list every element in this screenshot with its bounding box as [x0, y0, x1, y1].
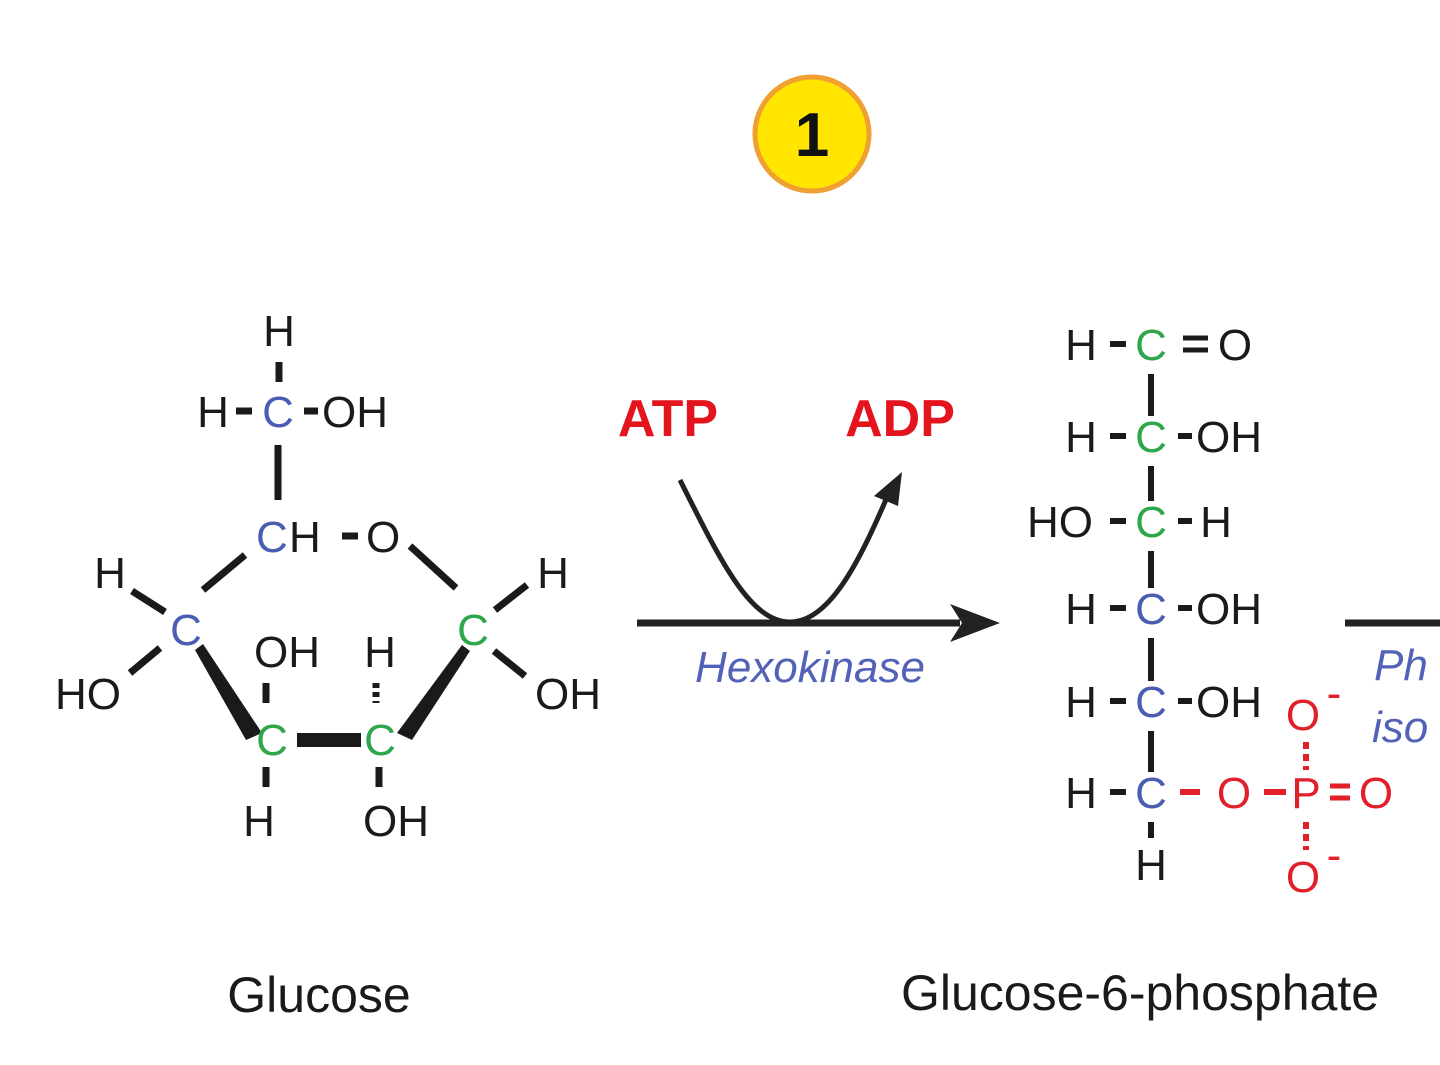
- phosphate-bridge-o: O: [1217, 769, 1251, 818]
- atp-label: ATP: [618, 390, 718, 448]
- g6p-left-h: H: [1065, 321, 1097, 370]
- bond-c4-h: [130, 588, 167, 615]
- bond-c4-ho: [127, 645, 163, 676]
- g6p-left-h: H: [1065, 678, 1097, 727]
- g6p-carbon-1: C: [1135, 321, 1167, 370]
- bond-c1-h: [492, 582, 530, 613]
- glucose-bonds: [127, 362, 530, 787]
- phosphate-bottom-o: O: [1286, 853, 1320, 902]
- g6p-carbon-3: C: [1135, 498, 1167, 547]
- g6p-carbon-6: C: [1135, 769, 1167, 818]
- atom-c5: C: [256, 513, 288, 562]
- bond-c5-c4: [200, 552, 248, 593]
- atom-ring-o: O: [366, 513, 400, 562]
- step-number: 1: [795, 101, 829, 170]
- phosphate-p: P: [1291, 769, 1320, 818]
- atom-c4: C: [170, 606, 202, 655]
- adp-label: ADP: [845, 390, 955, 448]
- glucose-structure: H H C OH C H O H C HO C H OH OH C H H C …: [55, 307, 601, 1023]
- g6p-right-oh: OH: [1196, 413, 1262, 462]
- atom-c1: C: [457, 606, 489, 655]
- g6p-right-o: O: [1218, 321, 1252, 370]
- main-arrowhead: [950, 604, 1000, 642]
- atom-h: H: [289, 513, 321, 562]
- phosphate-double-o: O: [1359, 769, 1393, 818]
- atom-c2: C: [364, 716, 396, 765]
- atom-oh: OH: [254, 628, 320, 677]
- glucose-label: Glucose: [227, 967, 410, 1023]
- bond-c1-oh: [491, 648, 528, 679]
- g6p-carbon-4: C: [1135, 585, 1167, 634]
- g6p-left-h: H: [1065, 769, 1097, 818]
- g6p-carbon-2: C: [1135, 413, 1167, 462]
- atom-c3: C: [256, 716, 288, 765]
- cofactor-curve-arrow: [677, 478, 891, 625]
- g6p-left-h: H: [1065, 413, 1097, 462]
- g6p-bottom-h: H: [1135, 841, 1167, 890]
- atom-c6: C: [262, 388, 294, 437]
- atom-ho: HO: [55, 670, 121, 719]
- atom-h: H: [243, 797, 275, 846]
- atom-h: H: [364, 628, 396, 677]
- g6p-right-oh: OH: [1196, 678, 1262, 727]
- step-badge: 1: [752, 74, 872, 194]
- cofactor-arrowhead: [874, 472, 902, 506]
- atom-h: H: [94, 549, 126, 598]
- atom-oh: OH: [535, 670, 601, 719]
- enzyme-label-hexokinase: Hexokinase: [695, 643, 925, 692]
- wedge-c2-c1: [397, 645, 470, 740]
- g6p-label: Glucose-6-phosphate: [901, 965, 1379, 1021]
- wedge-c3-c2: [297, 733, 361, 747]
- phosphate-top-o: O: [1286, 691, 1320, 740]
- g6p-carbon-5: C: [1135, 678, 1167, 727]
- g6p-left-h: H: [1065, 585, 1097, 634]
- step-badge-circle: [752, 74, 872, 194]
- atom-oh: OH: [322, 388, 388, 437]
- atom-h: H: [197, 388, 229, 437]
- atom-h: H: [263, 307, 295, 356]
- next-enzyme-label-line1: Ph: [1374, 641, 1428, 690]
- next-enzyme-label-line2: iso: [1372, 703, 1428, 752]
- atom-h: H: [537, 549, 569, 598]
- bond-o-c1: [407, 543, 459, 591]
- phosphate-top-minus: -: [1327, 669, 1342, 718]
- atom-oh: OH: [363, 797, 429, 846]
- g6p-left-ho: HO: [1027, 498, 1093, 547]
- phosphate-bottom-minus: -: [1327, 831, 1342, 880]
- wedge-c4-c3: [195, 644, 262, 740]
- reaction-arrow-group: ATP ADP Hexokinase Ph iso: [618, 390, 1440, 752]
- g6p-right-oh: OH: [1196, 585, 1262, 634]
- g6p-right-h: H: [1200, 498, 1232, 547]
